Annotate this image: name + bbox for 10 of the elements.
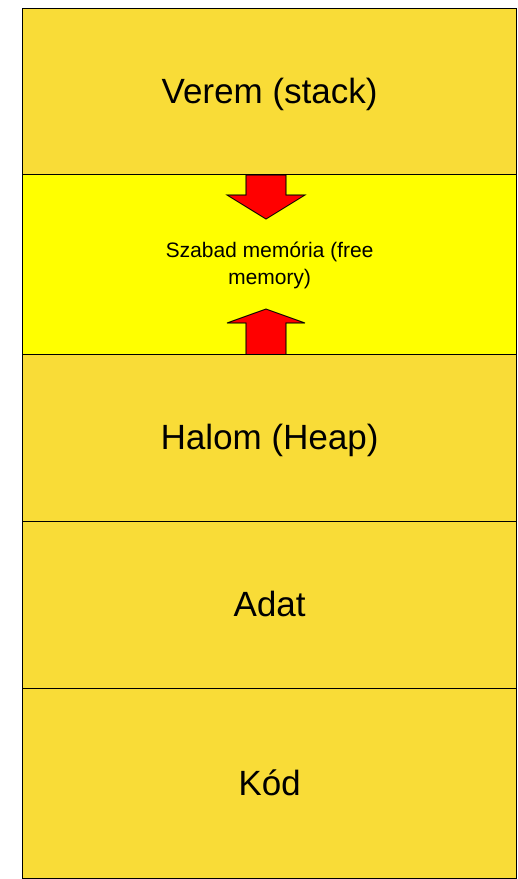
segment-label: Verem (stack) xyxy=(162,70,378,113)
segment-label: Szabad memória (free memory) xyxy=(164,238,374,290)
memory-segment xyxy=(22,688,517,879)
segment-label: Kód xyxy=(238,762,301,805)
memory-segment xyxy=(22,354,517,522)
memory-segment xyxy=(22,521,517,689)
segment-label: Adat xyxy=(234,584,306,626)
memory-segment xyxy=(22,174,517,355)
segment-label: Halom (Heap) xyxy=(160,417,378,460)
memory-segment xyxy=(22,8,517,175)
